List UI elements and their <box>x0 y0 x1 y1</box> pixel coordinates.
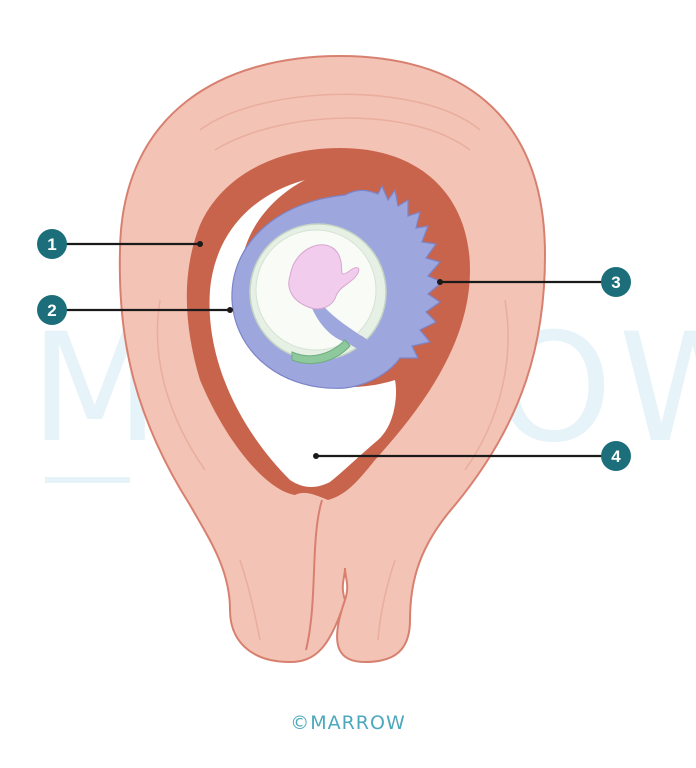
leader-2-end <box>227 307 233 313</box>
label-leaders <box>64 241 604 459</box>
label-badge-3-text: 3 <box>611 273 620 292</box>
label-badge-2-text: 2 <box>47 301 56 320</box>
label-badge-4: 4 <box>601 441 631 471</box>
yolk-sac <box>291 339 351 364</box>
label-badge-2: 2 <box>37 295 67 325</box>
label-badge-1-text: 1 <box>47 235 56 254</box>
leader-1-end <box>197 241 203 247</box>
connecting-stalk <box>312 300 385 366</box>
uterine-cavity <box>209 180 397 487</box>
leader-4-end <box>313 453 319 459</box>
label-badge-4-text: 4 <box>611 447 621 466</box>
label-badge-1: 1 <box>37 229 67 259</box>
leader-3-end <box>437 279 443 285</box>
embryo <box>288 244 360 310</box>
copyright-notice: ©MARROW <box>290 712 406 734</box>
cervical-canal <box>305 499 323 651</box>
label-badge-3: 3 <box>601 267 631 297</box>
wall-texture <box>156 93 509 641</box>
